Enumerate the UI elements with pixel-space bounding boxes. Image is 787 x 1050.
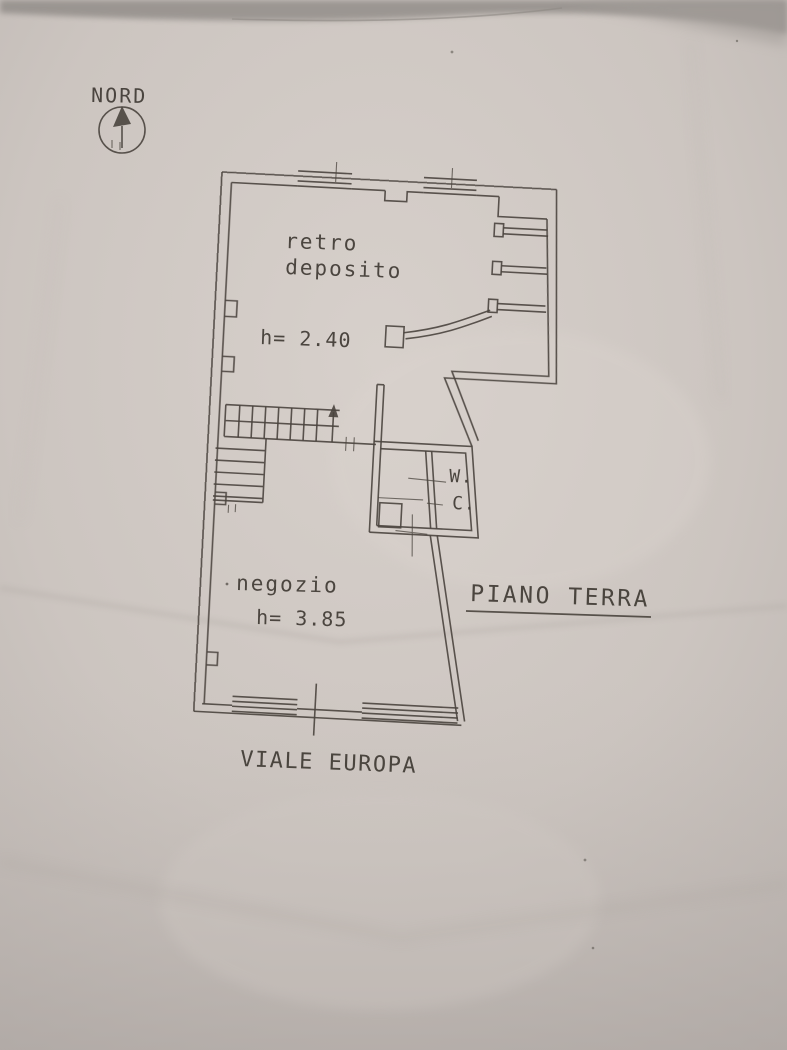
outer-walls (192, 171, 558, 712)
plan-title-underline (465, 610, 652, 618)
paper-top-edge (0, 0, 787, 34)
wc-label-c: C. (452, 493, 476, 515)
wc-room (368, 383, 480, 557)
right-wall-niches (487, 222, 549, 314)
room-label-retro: retro (285, 229, 359, 256)
north-compass (98, 106, 146, 154)
top-windows (297, 161, 477, 197)
stairs (212, 403, 376, 513)
paper-creases (0, 39, 787, 950)
room-label-negozio: negozio (236, 571, 339, 598)
retro-height-label: h= 2.40 (260, 325, 352, 352)
north-arrow-icon (113, 106, 131, 127)
curved-wall-and-pillar (384, 309, 493, 349)
plan-title: PIANO TERRA (470, 581, 651, 613)
paper-speck (225, 582, 229, 586)
wc-label-w: W. (449, 466, 473, 488)
floor-plan-drawing (192, 161, 558, 736)
room-label-deposito: deposito (285, 255, 403, 283)
negozio-height-label: h= 3.85 (256, 605, 348, 631)
stairs-direction-arrow (328, 404, 339, 418)
entrance-door-axis (312, 683, 318, 736)
north-label: NORD (91, 83, 148, 108)
negozio-walls (193, 535, 466, 736)
